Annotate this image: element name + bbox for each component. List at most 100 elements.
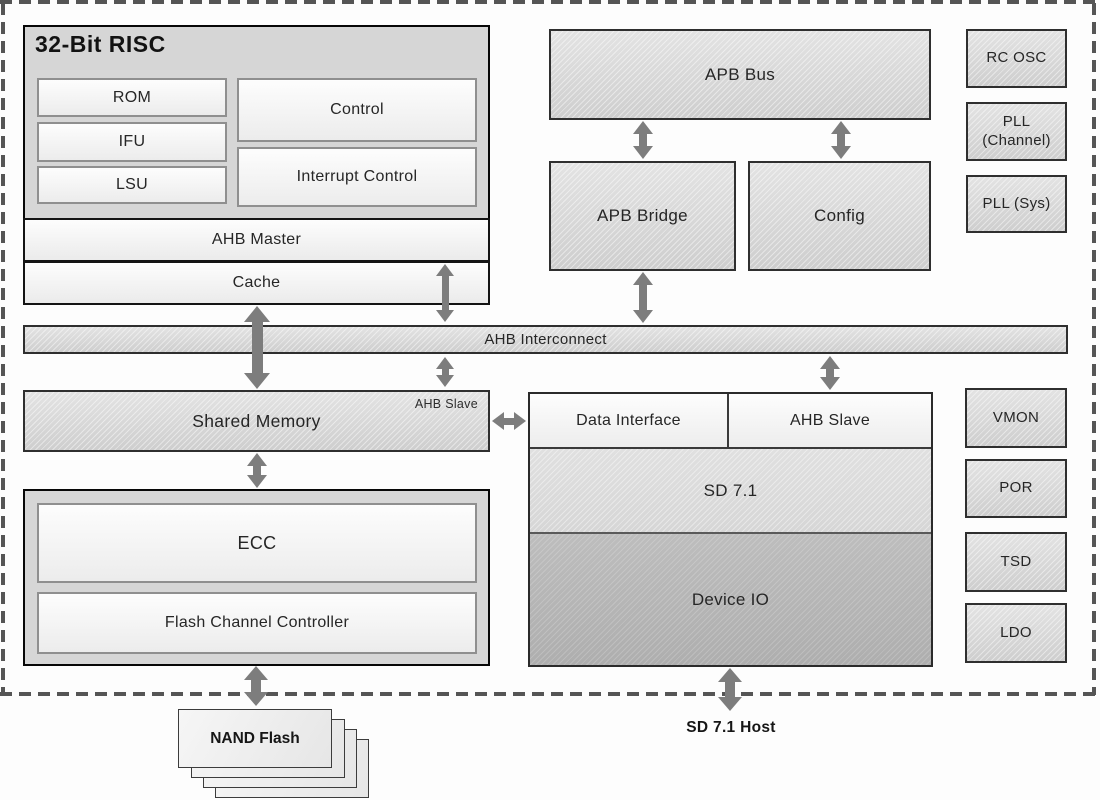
arrowhead-or-shaft: [435, 375, 454, 387]
sd-controller-block: Data Interface AHB Slave SD 7.1 Device I…: [528, 392, 933, 667]
arrowhead-or-shaft: [639, 133, 647, 147]
apb-bridge-block: APB Bridge: [549, 161, 736, 271]
arrowhead-or-shaft: [251, 321, 263, 374]
ldo-label: LDO: [1000, 623, 1032, 641]
vmon-label: VMON: [992, 408, 1040, 426]
control-label: Control: [330, 101, 384, 118]
sd71-block: SD 7.1: [530, 449, 931, 534]
flash-channel-controller-block: Flash Channel Controller: [37, 592, 477, 654]
pll-sys-label: PLL (Sys): [982, 194, 1051, 212]
ecc-block: ECC: [37, 503, 477, 583]
arrowhead-or-shaft: [826, 368, 834, 378]
por-block: POR: [965, 459, 1067, 518]
device-io-label: Device IO: [691, 589, 770, 609]
sd-host-label: SD 7.1 Host: [686, 719, 776, 736]
chip-boundary-left: [1, 3, 5, 695]
por-label: POR: [999, 479, 1033, 497]
arrowhead-or-shaft: [830, 146, 851, 159]
arrowhead-or-shaft: [503, 417, 515, 425]
ifu-label: IFU: [118, 133, 146, 150]
arrowhead-or-shaft: [243, 306, 270, 322]
sd-ahb-slave-block: AHB Slave: [729, 394, 931, 449]
device-io-block: Device IO: [530, 534, 931, 665]
pll-channel-block: PLL (Channel): [966, 102, 1067, 161]
apb-bridge-label: APB Bridge: [597, 206, 688, 225]
arrow-apb-bridge-interconnect: [632, 272, 654, 323]
arrowhead-or-shaft: [639, 284, 647, 311]
arrowhead-or-shaft: [725, 681, 735, 698]
vmon-block: VMON: [965, 388, 1067, 448]
arrowhead-or-shaft: [246, 475, 267, 488]
arrow-interconnect-shared-memory: [435, 357, 455, 387]
apb-bus-label: APB Bus: [704, 64, 776, 84]
rom-block: ROM: [37, 78, 227, 117]
arrow-apb-bus-apb-bridge: [632, 121, 654, 159]
arrowhead-or-shaft: [435, 264, 454, 276]
arrow-shared-memory-data-interface: [492, 411, 526, 431]
arrowhead-or-shaft: [253, 465, 261, 476]
lsu-label: LSU: [115, 176, 149, 193]
risc-title: 32-Bit RISC: [35, 31, 166, 57]
pll-sys-block: PLL (Sys): [966, 175, 1067, 233]
arrowhead-or-shaft: [246, 453, 267, 466]
arrow-cache-shared-memory: [243, 306, 271, 389]
arrowhead-or-shaft: [819, 377, 840, 390]
arrowhead-or-shaft: [632, 272, 653, 285]
cache-label: Cache: [232, 274, 281, 291]
arrowhead-or-shaft: [492, 411, 504, 430]
ecc-label: ECC: [237, 532, 277, 553]
arrow-interconnect-sd-ahb-slave: [819, 356, 841, 390]
arrow-apb-bus-config: [830, 121, 852, 159]
arrow-shared-memory-ecc: [246, 453, 268, 488]
apb-bus-block: APB Bus: [549, 29, 931, 120]
pll-channel-label: PLL (Channel): [982, 112, 1051, 149]
arrowhead-or-shaft: [632, 146, 653, 159]
nand-flash-block: NAND Flash: [178, 709, 332, 768]
flash-channel-controller-label: Flash Channel Controller: [164, 614, 350, 631]
arrowhead-or-shaft: [251, 679, 261, 693]
data-interface-block: Data Interface: [530, 394, 729, 449]
arrowhead-or-shaft: [441, 275, 449, 311]
lsu-block: LSU: [37, 166, 227, 204]
control-block: Control: [237, 78, 477, 142]
arrowhead-or-shaft: [819, 356, 840, 369]
arrowhead-or-shaft: [632, 121, 653, 134]
ahb-master-label: AHB Master: [211, 231, 302, 248]
rom-label: ROM: [112, 88, 152, 106]
ahb-master-block: AHB Master: [23, 218, 490, 262]
arrowhead-or-shaft: [837, 133, 845, 147]
arrowhead-or-shaft: [244, 692, 268, 706]
config-label: Config: [814, 206, 865, 225]
ahb-interconnect-bar: AHB Interconnect: [23, 325, 1068, 354]
arrowhead-or-shaft: [514, 411, 526, 430]
data-interface-label: Data Interface: [576, 411, 681, 429]
arrow-ahb-master-interconnect: [435, 264, 455, 322]
tsd-label: TSD: [1000, 552, 1032, 570]
arrowhead-or-shaft: [632, 310, 653, 323]
rc-osc-block: RC OSC: [966, 29, 1067, 88]
sd71-label: SD 7.1: [703, 480, 758, 500]
rc-osc-label: RC OSC: [986, 49, 1047, 67]
arrowhead-or-shaft: [244, 666, 268, 680]
interrupt-control-block: Interrupt Control: [237, 147, 477, 207]
sd-ahb-slave-label: AHB Slave: [789, 411, 871, 429]
arrowhead-or-shaft: [718, 697, 742, 711]
shared-memory-label: Shared Memory: [192, 410, 321, 431]
shared-memory-block: Shared Memory AHB Slave: [23, 390, 490, 452]
ahb-interconnect-label: AHB Interconnect: [484, 331, 607, 348]
shared-memory-ahb-slave-tag: AHB Slave: [414, 397, 478, 411]
chip-boundary-bottom: [0, 692, 1097, 696]
nand-flash-label: NAND Flash: [210, 729, 300, 747]
interrupt-control-label: Interrupt Control: [296, 168, 418, 185]
arrow-flash-nand-flash: [244, 666, 268, 706]
arrowhead-or-shaft: [435, 310, 454, 322]
arrowhead-or-shaft: [243, 373, 270, 389]
chip-boundary-top: [0, 0, 1097, 4]
arrowhead-or-shaft: [830, 121, 851, 134]
arrowhead-or-shaft: [441, 368, 449, 376]
arrow-device-io-sd-host: [718, 668, 742, 711]
tsd-block: TSD: [965, 532, 1067, 592]
ifu-block: IFU: [37, 122, 227, 162]
arrowhead-or-shaft: [718, 668, 742, 682]
